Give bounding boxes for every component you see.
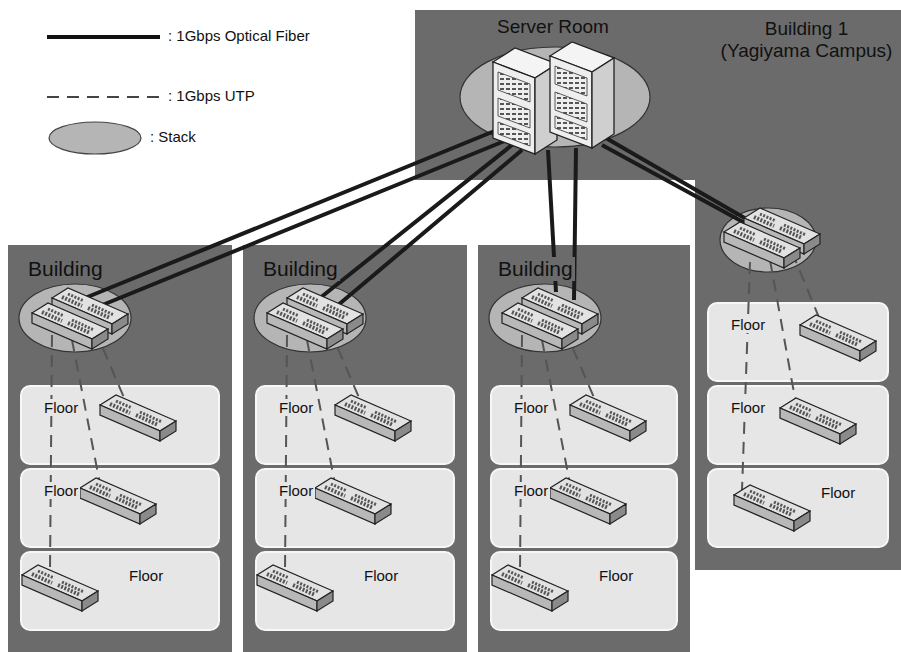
floor-label: Floor (729, 316, 767, 333)
floor-label: Floor (277, 482, 315, 499)
room-label: Server Room (495, 16, 611, 38)
server-stack (460, 47, 650, 147)
floor-box: Floor (20, 385, 220, 465)
building-label: Building (26, 257, 105, 281)
floor-label: Floor (42, 399, 80, 416)
floor-label: Floor (42, 482, 80, 499)
floor-box: Floor (490, 468, 678, 548)
building-label: Building (496, 257, 575, 281)
building-panel: BuildingFloorFloorFloor (8, 245, 232, 652)
floor-box: Floor (707, 468, 889, 548)
building-panel: BuildingFloorFloorFloor (243, 245, 467, 652)
building-panel: BuildingFloorFloorFloor (478, 245, 690, 652)
stack (254, 284, 366, 352)
floor-label: Floor (597, 567, 635, 584)
floor-label: Floor (819, 484, 857, 501)
building-label: Building (261, 257, 340, 281)
building-label: Building 1 (Yagiyama Campus) (717, 18, 896, 62)
floor-box: Floor (255, 385, 455, 465)
servers (493, 42, 614, 154)
legend-stack-sample (49, 122, 141, 154)
legend-utp-sample (47, 96, 160, 98)
legend-fiber-sample (47, 35, 160, 39)
legend-text: : 1Gbps Optical Fiber (168, 27, 310, 44)
stack (19, 284, 131, 352)
fiber-links (85, 130, 765, 306)
floor-box: Floor (255, 468, 455, 548)
legend-text: : 1Gbps UTP (168, 87, 255, 104)
floor-box: Floor (20, 468, 220, 548)
floor-box: Floor (490, 551, 678, 631)
server-room-area: Server Room (415, 10, 695, 180)
floor-box: Floor (707, 385, 889, 465)
legend-text: : Stack (150, 128, 196, 145)
utp-links (50, 252, 820, 572)
switches (22, 208, 876, 611)
stack (489, 284, 601, 352)
floor-label: Floor (127, 567, 165, 584)
floor-label: Floor (512, 482, 550, 499)
building-panel: Building 1 (Yagiyama Campus)Server RoomF… (695, 10, 901, 570)
floor-label: Floor (729, 399, 767, 416)
floor-box: Floor (20, 551, 220, 631)
floor-label: Floor (512, 399, 550, 416)
floor-box: Floor (255, 551, 455, 631)
floor-box: Floor (707, 302, 889, 382)
stack (720, 208, 816, 272)
floor-label: Floor (277, 399, 315, 416)
floor-box: Floor (490, 385, 678, 465)
floor-label: Floor (362, 567, 400, 584)
